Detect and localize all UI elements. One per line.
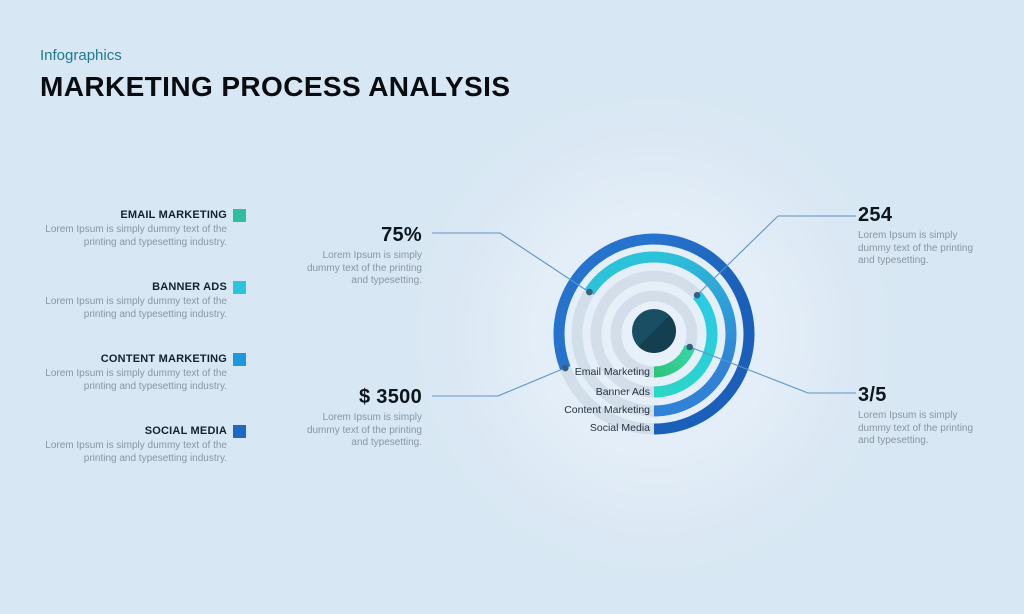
ring-arc-social-media [553,233,755,435]
connector-3500 [432,367,566,397]
legend-item-content-marketing: CONTENT MARKETING Lorem Ipsum is simply … [40,353,246,393]
slide: Infographics MARKETING PROCESS ANALYSIS … [40,47,984,614]
ring-label-banner-ads: Banner Ads [595,386,650,398]
legend-item-label: BANNER ADS [152,281,227,293]
callout-body: Lorem Ipsum is simply dummy text of the … [858,230,974,266]
ring-arc-email-marketing [653,344,695,378]
ring-label-social-media: Social Media [589,422,650,434]
legend-item-email-marketing: EMAIL MARKETING Lorem Ipsum is simply du… [40,209,246,249]
callout-254: 254 Lorem Ipsum is simply dummy text of … [858,204,984,268]
legend-item-label: EMAIL MARKETING [120,209,227,221]
callout-3-of-5: 3/5 Lorem Ipsum is simply dummy text of … [858,384,984,448]
legend-item-body: Lorem Ipsum is simply dummy text of the … [45,440,227,464]
callout-value: $ 3500 [359,386,422,408]
callout-connectors [432,215,856,397]
legend-swatch [233,353,246,366]
connector-dots [562,288,701,372]
page-title: MARKETING PROCESS ANALYSIS [40,71,511,102]
callout-value: 75% [381,224,422,246]
callout-body: Lorem Ipsum is simply dummy text of the … [306,250,422,286]
eyebrow-label: Infographics [40,47,122,64]
legend-item-label: SOCIAL MEDIA [144,425,227,437]
legend-item-body: Lorem Ipsum is simply dummy text of the … [45,224,227,248]
legend-swatch [233,425,246,438]
connector-3-of-5 [689,346,856,394]
legend-item-body: Lorem Ipsum is simply dummy text of the … [45,368,227,392]
legend-swatch [233,281,246,294]
legend-item-social-media: SOCIAL MEDIA Lorem Ipsum is simply dummy… [40,425,246,465]
megaphone-icon [632,309,676,353]
radial-chart [432,215,856,435]
callout-value: 3/5 [858,384,887,406]
ring-label-content-marketing: Content Marketing [564,404,650,416]
callout-body: Lorem Ipsum is simply dummy text of the … [858,410,974,446]
ring-arc-content-marketing [584,251,737,417]
connector-75-percent [432,232,590,293]
ring-arc-banner-ads [653,291,718,398]
callout-body: Lorem Ipsum is simply dummy text of the … [306,412,422,448]
callout-value: 254 [858,204,893,226]
legend-item-body: Lorem Ipsum is simply dummy text of the … [45,296,227,320]
ring-arcs [553,233,755,435]
legend-item-label: CONTENT MARKETING [100,353,227,365]
legend-swatch [233,209,246,222]
connector-254 [696,215,856,296]
ring-label-email-marketing: Email Marketing [574,366,650,378]
callout-3500: $ 3500 Lorem Ipsum is simply dummy text … [296,386,422,450]
legend-item-banner-ads: BANNER ADS Lorem Ipsum is simply dummy t… [40,281,246,321]
callout-75-percent: 75% Lorem Ipsum is simply dummy text of … [296,224,422,288]
